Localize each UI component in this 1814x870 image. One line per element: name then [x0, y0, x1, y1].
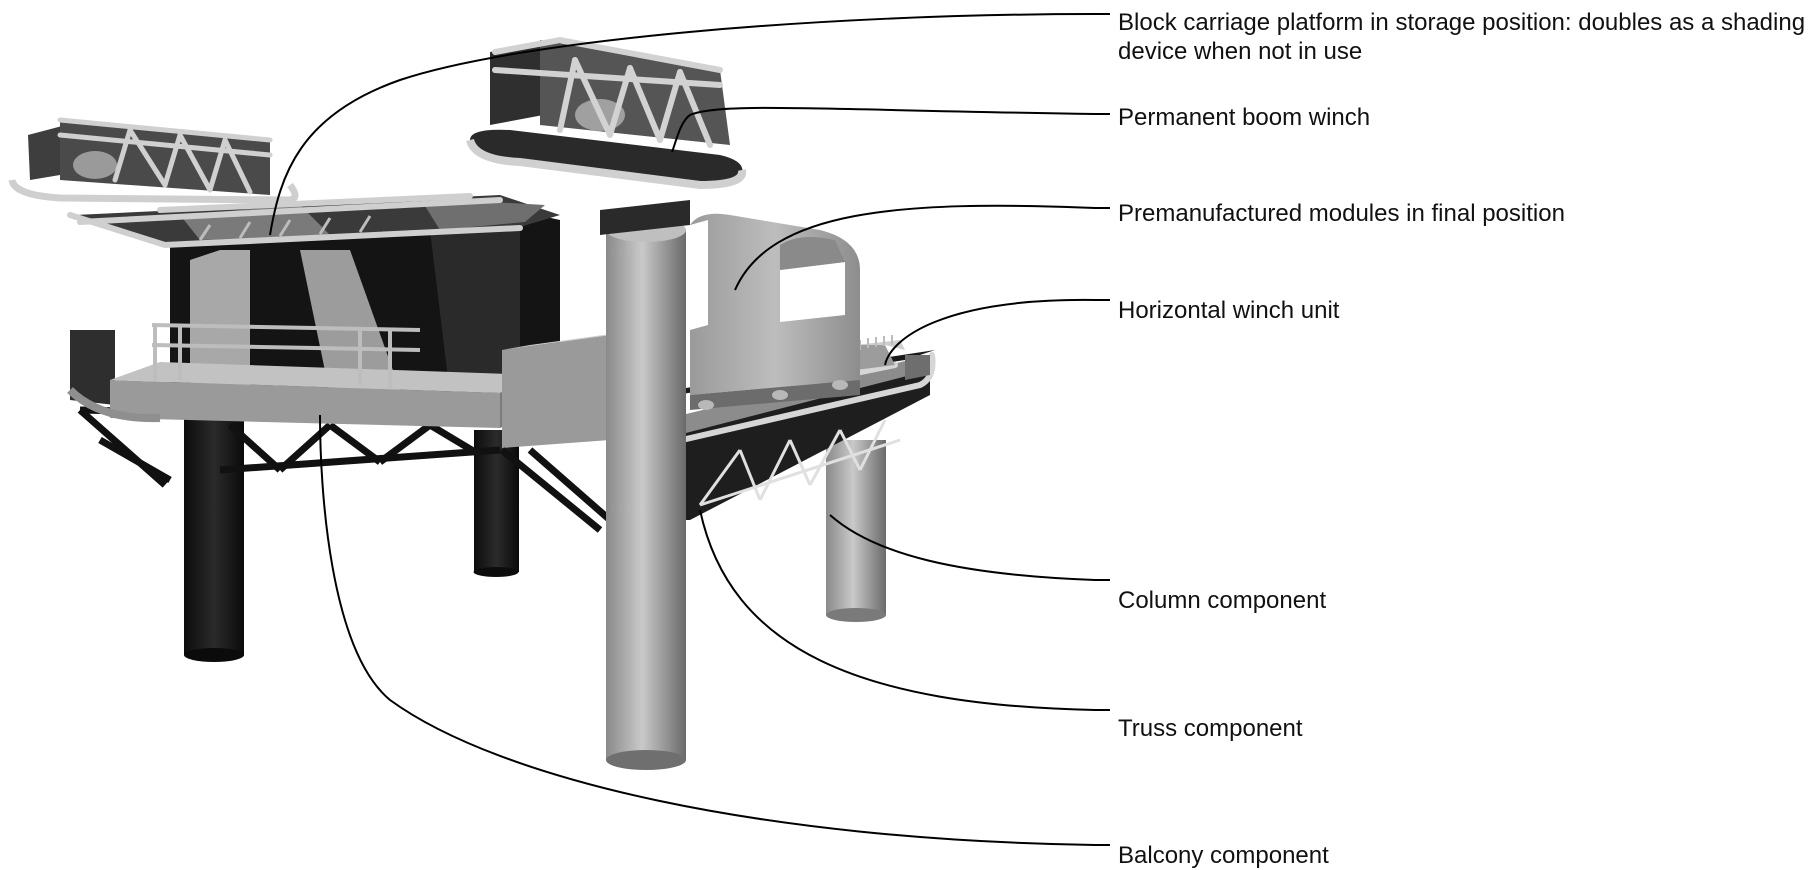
callout-horizontal-winch-unit: Horizontal winch unit	[1118, 297, 1340, 324]
central-lower-box	[499, 330, 640, 533]
callout-column-component: Column component	[1118, 587, 1327, 614]
leader-permanent-boom-winch	[671, 106, 1110, 153]
permanent-boom-winch	[466, 36, 747, 190]
premanufactured-module	[690, 213, 860, 410]
left-front-column	[184, 410, 244, 662]
callout-block-carriage-platform: Block carriage platform in storage posit…	[1118, 9, 1806, 65]
front-central-column	[600, 200, 690, 770]
callout-premanufactured-modules: Premanufactured modules in final positio…	[1118, 200, 1565, 227]
leader-balcony-component	[319, 414, 1110, 846]
left-winch-crane	[8, 117, 299, 204]
block-carriage-platform	[67, 193, 560, 249]
leader-horizontal-winch-unit	[884, 298, 1110, 366]
leader-premanufactured-modules	[734, 204, 1110, 291]
leader-block-carriage-platform	[269, 13, 1096, 236]
callout-truss-component: Truss component	[1118, 715, 1303, 742]
balcony-platform	[67, 323, 540, 428]
back-right-column	[826, 440, 886, 622]
leader-truss-component	[699, 509, 1110, 711]
core-block	[170, 200, 560, 410]
callout-permanent-boom-winch: Permanent boom winch	[1118, 104, 1371, 131]
leader-column-component	[829, 514, 1110, 581]
callout-leaders	[269, 13, 1110, 846]
callout-balcony-component: Balcony component	[1118, 842, 1329, 869]
